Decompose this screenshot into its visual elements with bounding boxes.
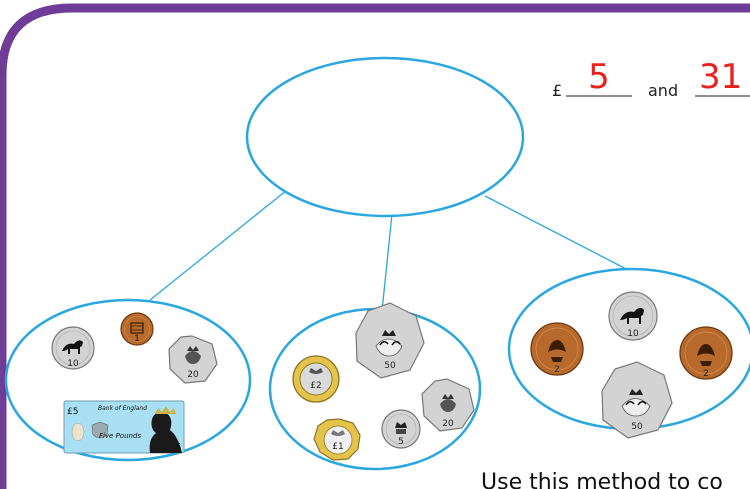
- one-penny-coin-icon: 1: [120, 312, 154, 346]
- two-pence-coin-icon: 2: [679, 326, 733, 380]
- pounds-answer: 5: [588, 57, 610, 97]
- coin-value-label: 5: [398, 437, 404, 447]
- two-pound-coin-icon: £2: [292, 355, 340, 403]
- connector-lines: [149, 185, 633, 312]
- fifty-pence-coin-icon: 50: [601, 361, 673, 439]
- two-pence-coin-icon: 2: [530, 322, 584, 376]
- ten-pence-coin-icon: 10: [608, 291, 658, 341]
- and-word: and: [648, 81, 678, 100]
- coin-value-label: 50: [631, 422, 643, 432]
- worksheet-frame: [0, 3, 750, 489]
- coin-value-label: £2: [310, 381, 321, 391]
- note-denomination: £5: [67, 407, 78, 417]
- connector-line-left: [149, 185, 293, 301]
- fifty-pence-coin-icon: 50: [355, 302, 425, 379]
- coin-value-label: 1: [134, 334, 140, 344]
- pence-answer: 31: [699, 57, 742, 97]
- note-number: 5: [175, 442, 181, 453]
- connector-line-right: [484, 195, 633, 273]
- instruction-text: Use this method to co: [481, 470, 723, 489]
- coin-value-label: 2: [554, 365, 560, 375]
- coin-value-label: 2: [703, 369, 709, 379]
- answer-line: £ 5 and 31: [552, 57, 750, 100]
- coin-value-label: 20: [187, 370, 199, 380]
- coin-value-label: 10: [627, 329, 639, 339]
- one-pound-coin-icon: £1: [313, 418, 361, 461]
- twenty-pence-coin-icon: 20: [168, 335, 218, 384]
- twenty-pence-coin-icon: 20: [421, 378, 475, 432]
- note-words: Five Pounds: [99, 432, 141, 440]
- five-pound-note-icon: £5 Bank of England Five Pounds 5: [63, 400, 185, 454]
- whole-circle: [245, 56, 525, 218]
- coin-value-label: 10: [67, 359, 79, 369]
- connector-line-middle: [381, 213, 393, 312]
- coin-value-label: 50: [384, 361, 396, 371]
- ten-pence-coin-icon: 10: [51, 326, 95, 370]
- pound-symbol: £: [552, 81, 562, 100]
- coin-value-label: £1: [332, 442, 343, 452]
- coin-value-label: 20: [442, 419, 454, 429]
- five-pence-coin-icon: 5: [381, 409, 421, 449]
- note-bank-name: Bank of England: [98, 405, 147, 412]
